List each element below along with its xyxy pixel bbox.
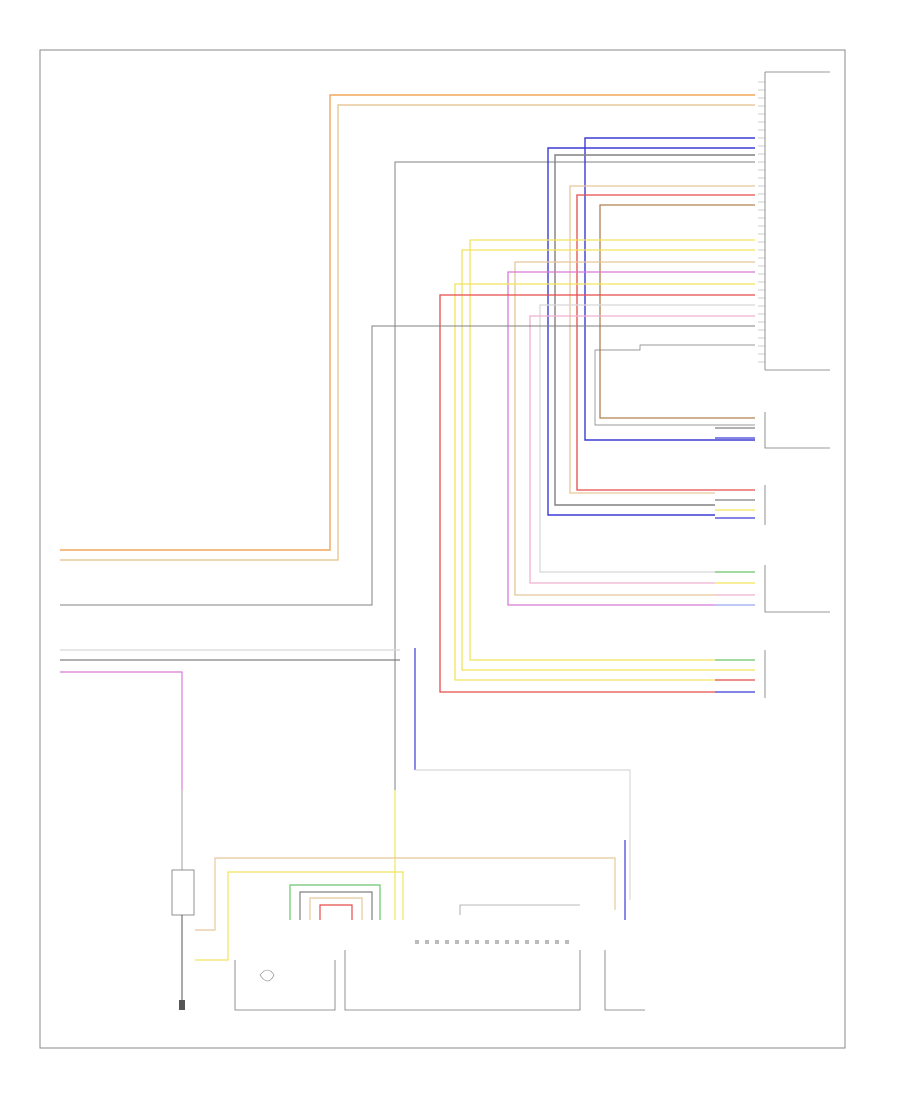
right-headlamp-motor-upper <box>764 565 830 613</box>
wire-left-inputs <box>60 649 400 790</box>
wire-blue-group <box>547 137 755 516</box>
wire-orange-top <box>60 94 755 561</box>
inner-connector-bracket <box>594 344 755 426</box>
bottom-harness <box>195 840 626 961</box>
mid-vertical-wires <box>394 648 631 920</box>
wire-gray-1 <box>394 161 755 820</box>
wire-color-group <box>439 185 755 693</box>
diagram-frame <box>39 49 846 1049</box>
right-headlamp-leveling-motor <box>604 950 645 1011</box>
terminal-stubs <box>715 417 755 693</box>
right-headlamp-control-unit <box>344 904 581 1011</box>
wire-gray-2 <box>60 325 755 606</box>
right-headlamp-assembly <box>234 960 336 1011</box>
headlamp-control-module <box>758 71 830 371</box>
right-front-ground-connector <box>171 790 195 1010</box>
left-front-position-sensor <box>764 412 830 449</box>
